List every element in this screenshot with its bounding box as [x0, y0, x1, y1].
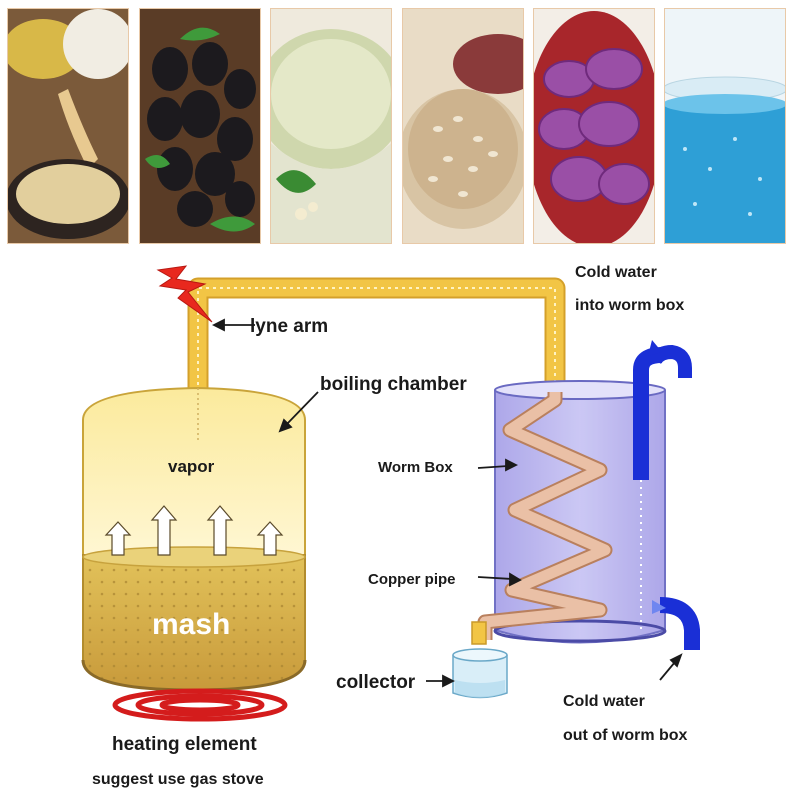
- label-lyne-arm: lyne arm: [250, 316, 328, 337]
- vapor-flow-dots: [197, 287, 556, 392]
- vapor-arrow-icon: [150, 505, 178, 556]
- label-gas-stove-note: suggest use gas stove: [92, 771, 264, 788]
- heating-coil-icon: [112, 688, 288, 722]
- copper-pipe: [479, 392, 611, 640]
- label-cold-water-out-1: Cold water: [563, 693, 645, 710]
- photo-mulberries: [139, 8, 261, 244]
- label-heating-element: heating element: [112, 734, 257, 755]
- photo-purple-sweet-potato: [533, 8, 655, 244]
- ingredient-photo-strip: [0, 0, 800, 250]
- cold-water-outlet-pipe: [659, 597, 700, 650]
- outlet-spout: [471, 621, 487, 645]
- photo-blue-liquid-glass: [664, 8, 786, 244]
- vapor-arrows: [104, 505, 284, 556]
- vapor-arrow-icon: [104, 521, 132, 556]
- label-vapor: vapor: [168, 457, 215, 476]
- leader-arrows: [211, 318, 683, 688]
- label-cold-water-out-2: out of worm box: [563, 727, 688, 744]
- vapor-arrow-icon: [206, 505, 234, 556]
- label-worm-box: Worm Box: [378, 459, 453, 476]
- photo-brown-rice: [402, 8, 524, 244]
- vapor-arrow-icon: [256, 521, 284, 556]
- label-mash: mash: [152, 608, 230, 641]
- label-copper-pipe: Copper pipe: [368, 571, 456, 588]
- label-boiling-chamber: boiling chamber: [320, 374, 467, 395]
- label-cold-water-in-2: into worm box: [575, 297, 684, 314]
- lightning-icon: [156, 265, 213, 323]
- label-cold-water-in-1: Cold water: [575, 264, 657, 281]
- distillation-diagram: lyne arm boiling chamber vapor mash heat…: [81, 264, 700, 788]
- photo-millet-grain: [7, 8, 129, 244]
- photo-rice-porridge: [270, 8, 392, 244]
- label-collector: collector: [336, 672, 416, 693]
- boiling-chamber-upper: [82, 386, 306, 561]
